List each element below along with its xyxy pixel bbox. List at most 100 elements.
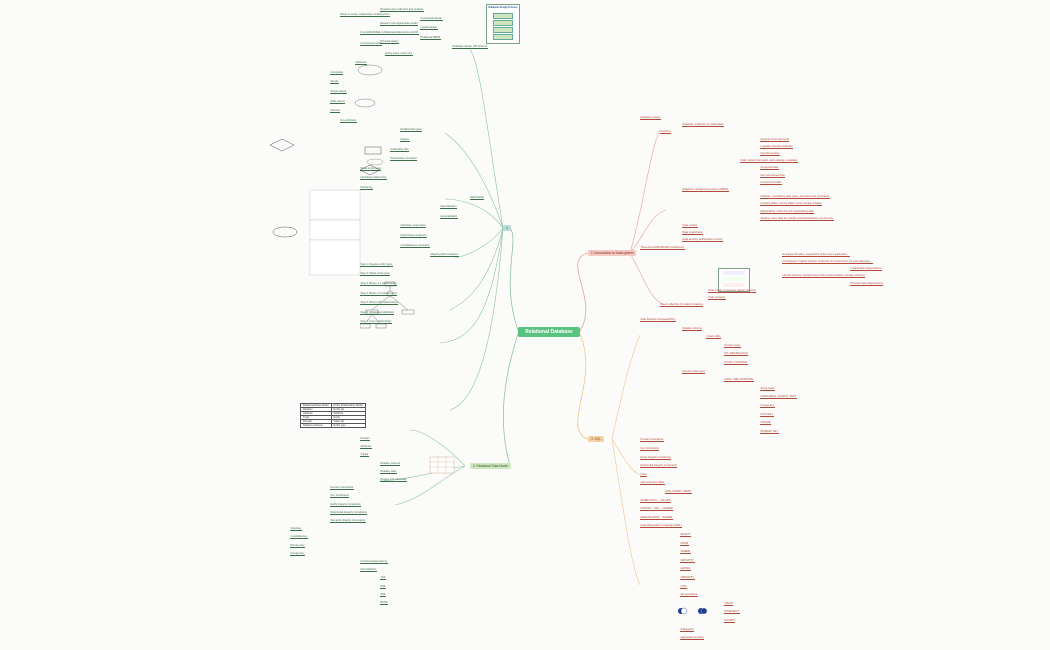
model-node[interactable]: Foreign key	[290, 551, 305, 556]
er-node[interactable]: Derived	[330, 109, 340, 114]
sql-node[interactable]: String types	[760, 386, 775, 391]
branch-er[interactable]: 4	[503, 225, 511, 231]
er-node[interactable]: Specialization	[440, 205, 458, 210]
sql-node[interactable]: DATE, TIME, DATETIME	[724, 378, 754, 383]
top-node[interactable]: Conceptual design	[420, 17, 443, 22]
er-node[interactable]: Weak entity types	[360, 166, 382, 171]
intro-node[interactable]: Manipulating: retrieving and manipulatin…	[760, 209, 815, 214]
intro-node[interactable]: Features	[660, 130, 672, 135]
model-node[interactable]: Entity Integrity Constraints	[330, 502, 362, 507]
model-node[interactable]: Degree and cardinality	[380, 478, 407, 482]
intro-node[interactable]: Employee-Provider, separations of the us…	[782, 252, 850, 257]
er-node[interactable]: Step 4: Binary 1:N relationships	[360, 291, 398, 296]
sql-node[interactable]: UNIQUE	[760, 421, 772, 426]
sql-node[interactable]: INTERSECT	[724, 610, 740, 615]
sql-node[interactable]: NOT NULL	[760, 412, 774, 417]
model-node[interactable]: 1NF	[380, 576, 386, 581]
sql-node[interactable]: JOIN	[680, 584, 687, 589]
intro-node[interactable]: Data organization	[682, 231, 704, 236]
intro-node[interactable]: Creating tables, storing data in some st…	[760, 202, 823, 207]
intro-node[interactable]: Data: stored information, acknowledge, m…	[740, 159, 798, 164]
er-node[interactable]: Step 7: N-ary relationships	[360, 320, 392, 325]
top-node[interactable]: Logical design	[420, 26, 438, 31]
er-node[interactable]: Composite	[330, 70, 344, 75]
sql-node[interactable]: Numeric data types	[682, 369, 706, 374]
intro-node[interactable]: Data model: conceptual, logical, physica…	[708, 288, 756, 293]
intro-node[interactable]: Structured data	[760, 166, 779, 171]
branch-model[interactable]: 2. Relational Data Model	[470, 463, 511, 469]
intro-node[interactable]: Data concepts	[708, 296, 726, 300]
intro-node[interactable]: Database system	[640, 116, 662, 120]
model-node[interactable]: Referential Integrity Constraints	[330, 510, 368, 515]
model-node[interactable]: Relation state	[380, 469, 397, 474]
sql-node[interactable]: Entity Integrity Constraints	[640, 455, 672, 460]
sql-node[interactable]: Subqueries	[680, 627, 695, 632]
model-node[interactable]: Semantic Integrity Constraints	[330, 519, 366, 523]
intro-node[interactable]: Set or collection of relation instances	[660, 303, 704, 308]
sql-node[interactable]: Domain types	[724, 343, 741, 348]
er-node[interactable]: Conceptual model	[360, 42, 382, 46]
sql-node[interactable]: SELECT	[680, 533, 692, 537]
er-node[interactable]: Subclass / superclass	[400, 224, 427, 229]
sql-node[interactable]: Set operations	[680, 593, 698, 598]
sql-node[interactable]: Data Manipulation Language (DML)	[640, 524, 683, 529]
top-node[interactable]: Database design, DB Schema	[452, 44, 488, 49]
model-node[interactable]: Superkey	[290, 527, 302, 532]
er-node[interactable]: Cardinality ratio	[390, 147, 410, 152]
er-node[interactable]: Completeness constraint	[400, 243, 430, 248]
intro-node[interactable]: Software: maintaining data types, struct…	[760, 195, 830, 200]
sql-node[interactable]: FROM	[680, 541, 689, 546]
er-node[interactable]: Identifying relationship	[360, 176, 387, 181]
intro-node[interactable]: Logically coherent collection	[760, 144, 794, 149]
sql-node[interactable]: ORDER BY	[680, 576, 695, 580]
er-node[interactable]: Attributes	[355, 61, 367, 66]
er-node[interactable]: Step 2: Weak entity types	[360, 272, 391, 277]
er-node[interactable]: Multi-valued	[330, 99, 345, 104]
model-node[interactable]: 2NF	[380, 584, 386, 589]
sql-node[interactable]: VARCHAR(n), CHAR(n), TEXT	[760, 395, 797, 400]
sql-node[interactable]: Aggregate functions	[680, 636, 705, 641]
model-node[interactable]: Primary key	[290, 543, 305, 548]
sql-node[interactable]: EXCEPT	[724, 619, 736, 623]
er-node[interactable]: Relationship types	[400, 128, 423, 133]
sql-node[interactable]: Alter and Drop Table	[640, 481, 665, 486]
er-node[interactable]: Step 3: Binary 1:1 relationships	[360, 282, 397, 286]
intro-node[interactable]: Database management system (DBMS)	[682, 188, 729, 192]
top-node[interactable]: Basic on entity, relationship modelling …	[340, 12, 391, 17]
model-node[interactable]: Functional dependency	[360, 560, 388, 564]
top-node[interactable]: From ER MODEL to Relational data (as EL …	[360, 31, 419, 35]
sql-node[interactable]: INSERT INTO ... VALUES	[640, 498, 671, 503]
er-node[interactable]: Step 6: Multivalued attributes	[360, 310, 395, 315]
er-node[interactable]: Single-valued	[330, 90, 347, 94]
sql-node[interactable]: PRIMARY KEY	[760, 429, 779, 434]
sql-node[interactable]: UNION	[724, 601, 734, 606]
er-node[interactable]: Participation constraint	[390, 157, 418, 162]
intro-node[interactable]: Physical data independence	[850, 281, 884, 286]
model-node[interactable]: Domain	[360, 437, 370, 441]
model-node[interactable]: Key Constraints	[330, 494, 350, 499]
intro-node[interactable]: Conceptual or logical schema: properties…	[782, 260, 873, 264]
top-node[interactable]: Physical design	[380, 40, 400, 45]
er-node[interactable]: Simple	[330, 80, 339, 85]
sql-node[interactable]: HAVING	[680, 567, 691, 572]
sql-node[interactable]: INT, DECIMAL(M,D)	[724, 352, 749, 357]
model-node[interactable]: Normalization	[360, 568, 377, 573]
sql-node[interactable]: UPDATE ... SET ... WHERE	[640, 507, 674, 512]
er-node[interactable]: Partial key	[360, 186, 374, 190]
model-node[interactable]: 3NF	[380, 592, 386, 597]
er-node[interactable]: Disjointness constraint	[400, 234, 427, 238]
sql-node[interactable]: Referential Integrity Constraints	[640, 464, 678, 469]
er-node[interactable]: Step 1: Regular entity types	[360, 262, 393, 267]
sql-node[interactable]: Create table	[706, 335, 722, 340]
er-node[interactable]: Entity types, entity sets	[385, 51, 413, 56]
sql-node[interactable]: WHERE	[680, 550, 691, 555]
er-node[interactable]: Step 5: Binary M:N relationships	[360, 301, 399, 306]
top-node[interactable]: Relational DBMS	[420, 35, 441, 40]
sql-node[interactable]: Foreign key	[760, 404, 775, 408]
intro-node[interactable]: Data models	[682, 224, 698, 228]
branch-intro[interactable]: 1. Introduction to Data system	[588, 250, 637, 256]
intro-node[interactable]: Sharing: many data for multiple users/tr…	[760, 216, 834, 221]
intro-node[interactable]: Aspects of the real world	[760, 137, 790, 142]
model-node[interactable]: Attributes	[360, 445, 372, 450]
sql-node[interactable]: Data definition language(DDL)	[640, 318, 676, 322]
